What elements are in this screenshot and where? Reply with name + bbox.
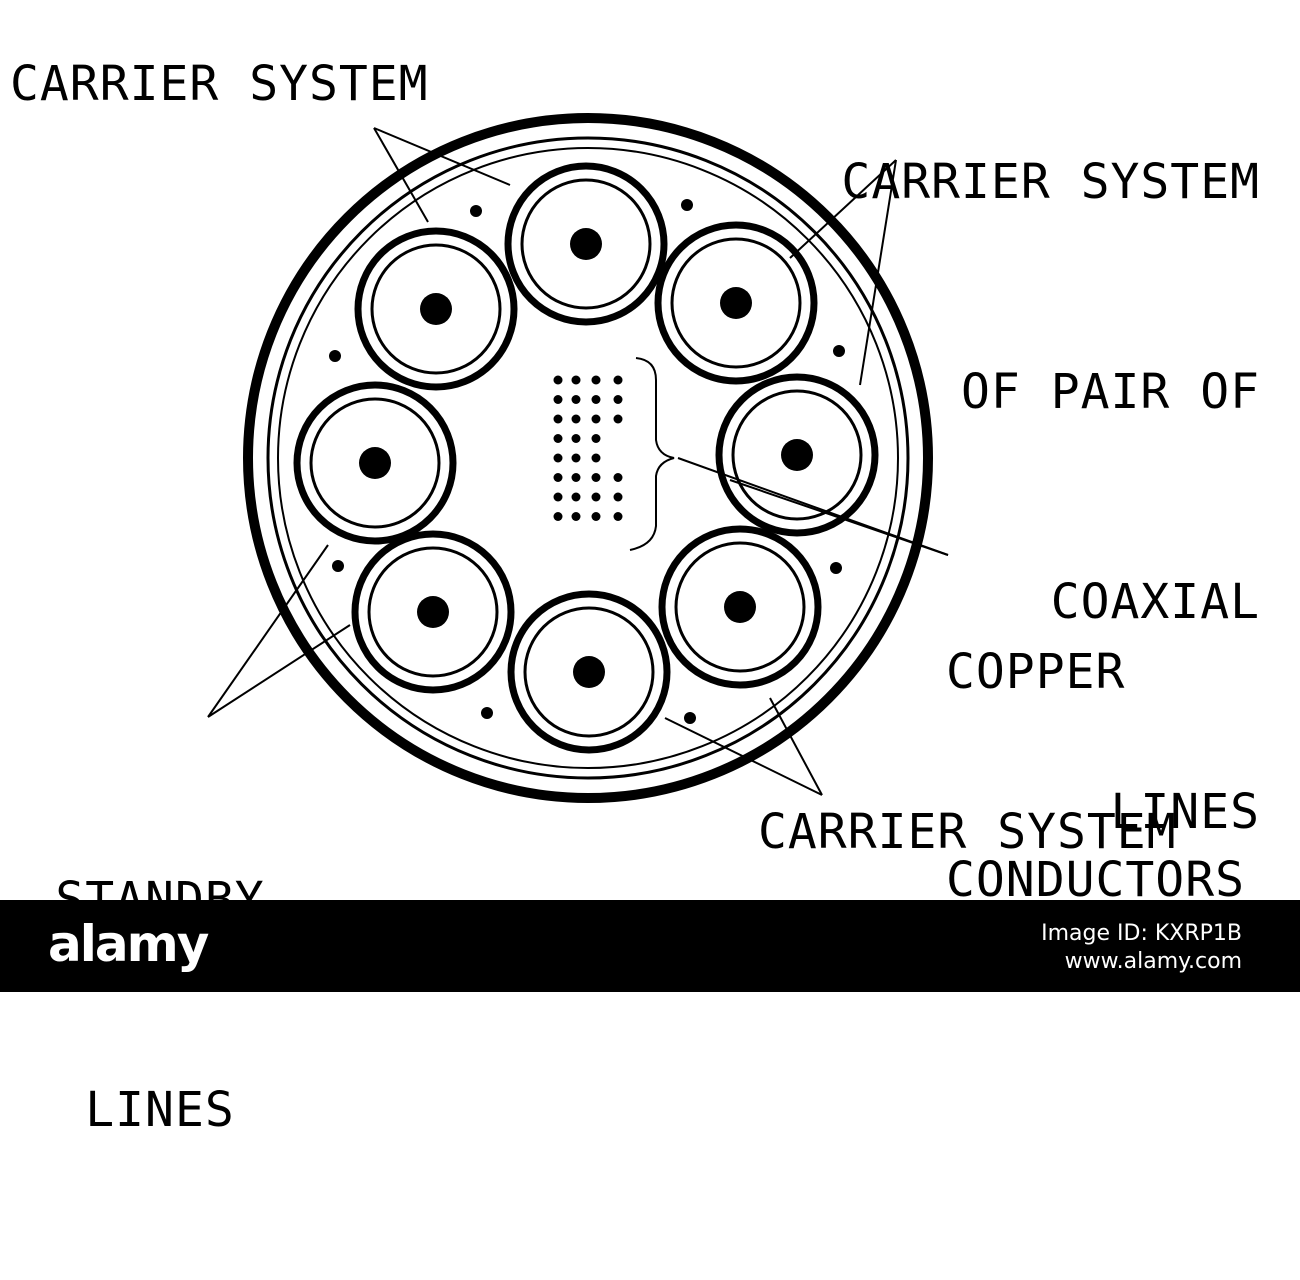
copper-conductor-dot <box>571 492 581 502</box>
leader-standby-a <box>207 544 329 718</box>
label-carrier-system-coaxial: CARRIER SYSTEM OF PAIR OF COAXIAL LINES <box>760 12 1260 982</box>
copper-brace <box>629 357 675 551</box>
standby-line-dot <box>681 199 693 211</box>
label-coaxial-line-2: OF PAIR OF <box>961 364 1260 420</box>
label-carrier-system-top-left: CARRIER SYSTEM <box>10 56 429 112</box>
copper-conductor-dot <box>613 414 623 424</box>
copper-conductors-grid <box>553 375 623 521</box>
copper-conductor-dot <box>591 395 601 404</box>
copper-conductor-dot <box>571 512 581 521</box>
copper-conductor-dot <box>613 473 623 482</box>
outer-sheath <box>243 113 933 803</box>
copper-conductor-dot <box>553 434 563 443</box>
cable-cross-section-diagram: CARRIER SYSTEM CARRIER SYSTEM OF PAIR OF… <box>10 56 1259 1138</box>
coax-outer-conductor <box>731 389 863 521</box>
copper-conductor-dot <box>553 512 563 521</box>
alamy-logo: alamy <box>48 915 209 973</box>
coax-outer-conductor <box>309 397 441 529</box>
standby-line-dot <box>830 562 842 574</box>
copper-conductor-dot <box>591 434 601 443</box>
copper-conductor-dot <box>571 434 581 443</box>
copper-conductor-dot <box>591 414 601 424</box>
coax-center-conductor <box>720 287 752 319</box>
coax-outer-conductor <box>520 178 652 310</box>
coax-center-conductor <box>359 447 391 479</box>
leader-standby-b <box>207 624 351 718</box>
coax-outer-conductor <box>670 237 802 369</box>
coax-center-conductor <box>781 439 813 471</box>
label-copper-line-2: CONDUCTORS <box>946 852 1245 908</box>
coaxial-tube <box>654 221 818 385</box>
coaxial-tube <box>351 530 515 694</box>
coaxial-tube <box>293 381 457 545</box>
copper-conductor-dot <box>613 512 623 521</box>
standby-line-dot <box>833 345 845 357</box>
copper-conductor-dot <box>613 492 623 502</box>
coaxial-tube <box>658 525 822 689</box>
coaxial-tube <box>354 227 518 391</box>
inner-wrap-ring <box>277 147 899 769</box>
copper-conductor-dot <box>553 414 563 424</box>
label-coaxial-line-3: COAXIAL <box>1050 574 1260 630</box>
label-copper-conductors: COPPER CONDUCTORS <box>946 502 1245 1050</box>
coax-outer-conductor <box>367 546 499 678</box>
image-id-text: Image ID: KXRP1B <box>1041 921 1242 946</box>
leader-carrier-top-left-b <box>373 127 511 186</box>
copper-conductor-dot <box>553 473 563 482</box>
coaxial-tube <box>507 590 671 754</box>
copper-conductor-dot <box>591 453 601 463</box>
label-copper-line-1: COPPER <box>946 644 1126 700</box>
copper-conductor-dot <box>571 453 581 463</box>
leader-coaxial-b <box>859 159 897 386</box>
label-standby-line-2: LINES <box>85 1082 235 1138</box>
coax-center-conductor <box>573 656 605 688</box>
copper-conductor-dot <box>571 414 581 424</box>
copper-conductor-dot <box>553 395 563 404</box>
copper-conductor-dot <box>553 375 563 385</box>
leader-coaxial-a <box>789 159 897 259</box>
copper-conductor-dot <box>571 473 581 482</box>
cable-diagram-svg <box>207 113 949 803</box>
coax-center-conductor <box>724 591 756 623</box>
label-standby-lines: STANDBY LINES <box>30 730 290 1280</box>
copper-conductor-dot <box>591 473 601 482</box>
leader-copper-b <box>729 479 949 556</box>
coax-outer-conductor <box>674 541 806 673</box>
leader-carrier-bottom-a <box>664 717 823 796</box>
standby-line-dot <box>470 205 482 217</box>
standby-line-dot <box>329 350 341 362</box>
copper-conductor-dot <box>571 395 581 404</box>
standby-line-dot <box>332 560 344 572</box>
label-carrier-system-bottom: CARRIER SYSTEM <box>758 804 1177 860</box>
leader-lines <box>207 127 949 796</box>
coax-center-conductor <box>420 293 452 325</box>
inner-sheath-ring <box>266 136 910 780</box>
copper-conductor-dot <box>553 492 563 502</box>
leader-carrier-top-left-a <box>373 127 429 223</box>
coax-outer-conductor <box>370 243 502 375</box>
copper-conductor-dot <box>553 453 563 463</box>
coax-outer-conductor <box>523 606 655 738</box>
standby-lines-dots <box>329 199 845 724</box>
coax-center-conductor <box>417 596 449 628</box>
standby-line-dot <box>481 707 493 719</box>
copper-conductor-dot <box>591 492 601 502</box>
copper-conductor-dot <box>613 375 623 385</box>
copper-conductor-dot <box>591 512 601 521</box>
coaxial-tube <box>715 373 879 537</box>
copper-conductor-dot <box>591 375 601 385</box>
site-url-text: www.alamy.com <box>1064 949 1242 974</box>
watermark-footer: alamy Image ID: KXRP1B www.alamy.com <box>0 900 1300 992</box>
coaxial-tube <box>504 162 668 326</box>
coax-center-conductor <box>570 228 602 260</box>
copper-conductor-dot <box>613 395 623 404</box>
leader-carrier-bottom-b <box>769 697 823 796</box>
standby-line-dot <box>684 712 696 724</box>
label-coaxial-line-4: LINES <box>1110 784 1260 840</box>
coaxial-tubes <box>293 162 879 754</box>
copper-conductor-dot <box>571 375 581 385</box>
label-coaxial-line-1: CARRIER SYSTEM <box>841 154 1260 210</box>
